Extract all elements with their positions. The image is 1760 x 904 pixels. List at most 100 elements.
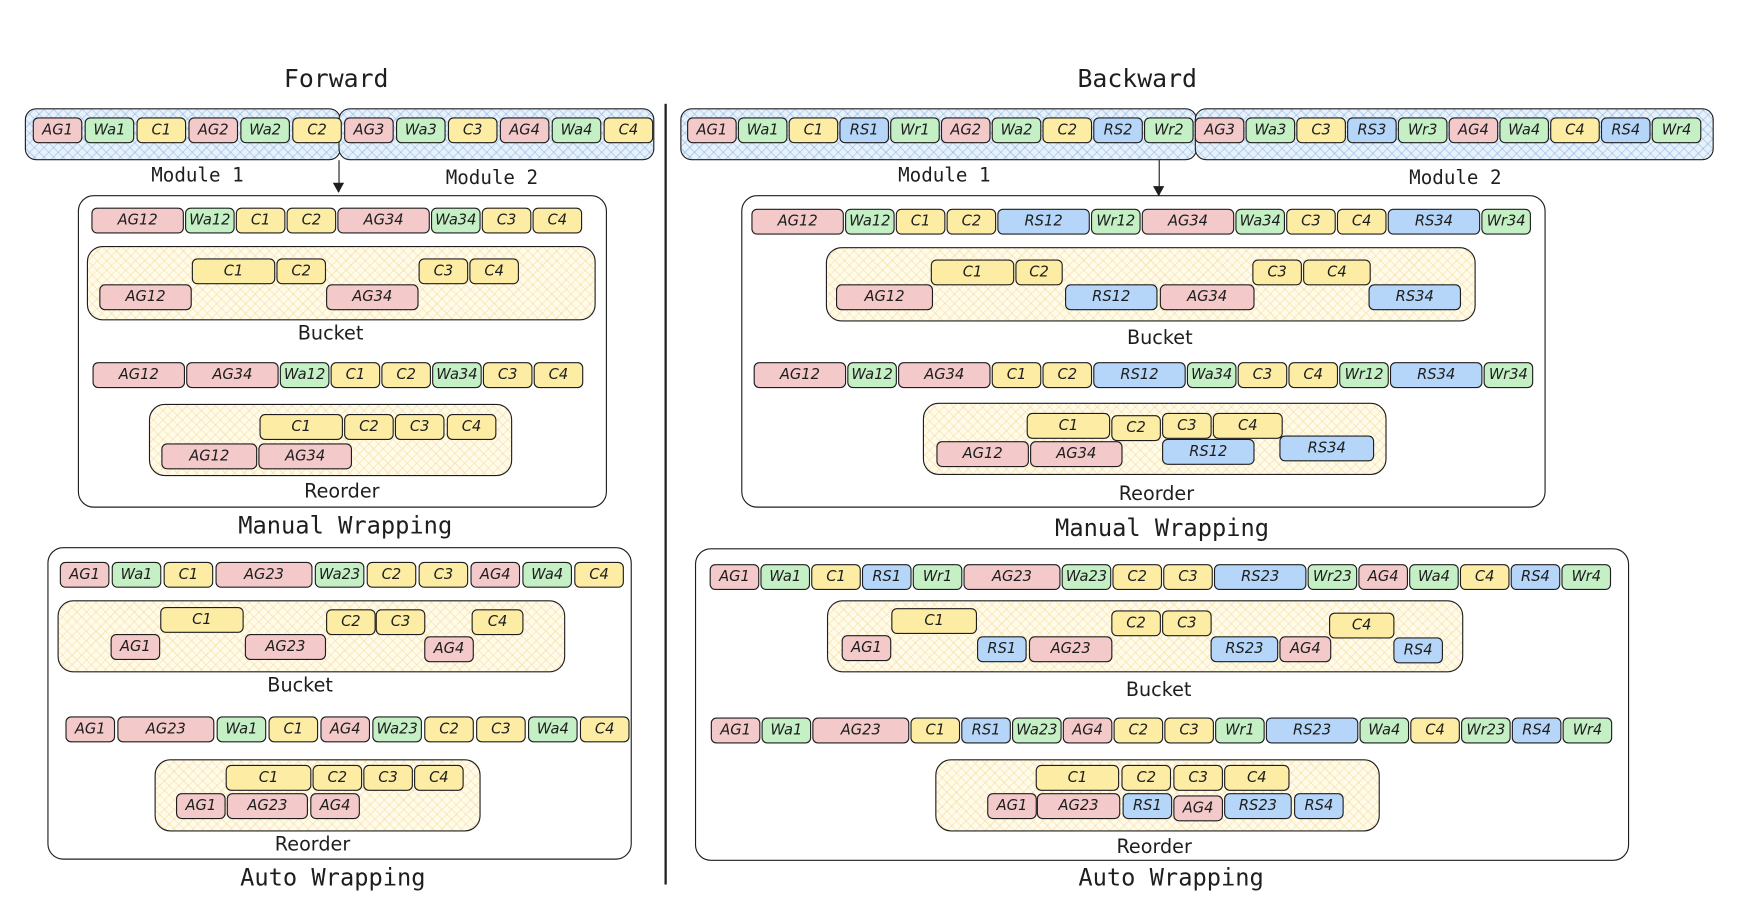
fwd-man-reorder-ag-block-ag34: AG34 (258, 443, 352, 470)
bwd-auto-reorder-comm-block-ag1: AG1 (987, 793, 1037, 820)
bwd-man-reorder-seq-block-wa34: Wa34 (1186, 362, 1237, 389)
fwd-man-reorder-seq-block-c4: C4 (533, 362, 584, 389)
forward-manual-reorder-label: Reorder (304, 480, 380, 504)
fwd-man-reorder-c-block-c2: C2 (344, 414, 394, 440)
backward-manual-title: Manual Wrapping (1055, 514, 1270, 542)
fwd-auto-reorder-seq-block-wa23: Wa23 (372, 716, 422, 743)
bwd-auto-bucket-comm-block-ag1: AG1 (841, 635, 892, 662)
fwd-man-bucket-c-block-c2: C2 (276, 258, 327, 285)
bwd-auto-reorder-seq-block-ag4: AG4 (1062, 717, 1113, 744)
fwd-man-bucket-seq-block-c3: C3 (481, 207, 532, 234)
bwd-auto-reorder-seq-block-rs1: RS1 (961, 717, 1011, 744)
bwd-auto-reorder-comm-block-rs1: RS1 (1122, 793, 1173, 820)
fwd-auto-reorder-ag-block-ag1: AG1 (175, 793, 226, 820)
backward-auto-bucket-label: Bucket (1125, 679, 1192, 702)
fwd-man-bucket-seq-block-c2: C2 (286, 207, 337, 234)
bwd-man-reorder-seq-block-wr34: Wr34 (1483, 362, 1534, 389)
bwd-man-reorder-c-block-c4: C4 (1212, 412, 1283, 439)
fwd-auto-bucket-c-block-c2: C2 (326, 609, 376, 636)
forward-module2-label: Module 2 (445, 166, 539, 190)
bwd-auto-bucket-seq-block-wr1: Wr1 (912, 564, 963, 591)
fwd-module-block-ag1: AG1 (32, 117, 83, 144)
forward-auto-title: Auto Wrapping (240, 864, 426, 892)
bwd-man-bucket-seq-block-wa12: Wa12 (845, 208, 895, 235)
bwd-man-reorder-seq-block-rs34: RS34 (1389, 362, 1483, 389)
bwd-man-bucket-comm-block-ag34: AG34 (1159, 284, 1255, 311)
bwd-man-bucket-seq-block-ag34: AG34 (1141, 208, 1235, 235)
bwd-auto-bucket-seq-block-ag4: AG4 (1358, 564, 1408, 591)
bwd-man-reorder-comm-block-rs34: RS34 (1279, 435, 1375, 462)
fwd-module-block-wa4: Wa4 (551, 117, 602, 144)
fwd-man-reorder-c-block-c4: C4 (446, 414, 497, 440)
bwd-module-block-rs2: RS2 (1093, 117, 1143, 144)
fwd-auto-bucket-c-block-c4: C4 (471, 609, 524, 636)
bwd-auto-bucket-seq-block-c2: C2 (1112, 564, 1163, 591)
fwd-module-block-c2: C2 (292, 117, 342, 144)
bwd-man-bucket-seq-block-rs34: RS34 (1387, 208, 1481, 235)
bwd-man-reorder-seq-block-c2: C2 (1042, 362, 1093, 389)
fwd-man-reorder-seq-block-c1: C1 (330, 362, 381, 389)
bwd-module-block-rs3: RS3 (1347, 117, 1397, 144)
bwd-auto-reorder-c-block-c3: C3 (1173, 764, 1223, 791)
fwd-module-block-wa3: Wa3 (395, 117, 446, 144)
bwd-module-block-rs1: RS1 (839, 117, 890, 144)
backward-manual-bucket-label: Bucket (1126, 327, 1193, 350)
bwd-man-bucket-comm-block-rs34: RS34 (1368, 284, 1462, 311)
bwd-module-block-c2: C2 (1042, 117, 1093, 144)
bwd-auto-reorder-seq-block-wr23: Wr23 (1461, 717, 1511, 744)
bwd-auto-reorder-seq-block-c1: C1 (910, 717, 961, 744)
fwd-auto-bucket-seq-block-c3: C3 (418, 561, 469, 588)
bwd-module-block-wa3: Wa3 (1245, 117, 1296, 144)
bwd-auto-reorder-c-block-c2: C2 (1121, 764, 1172, 791)
bwd-auto-bucket-seq-block-wa23: Wa23 (1061, 564, 1112, 591)
bwd-module-block-c4: C4 (1550, 117, 1600, 144)
backward-auto-title: Auto Wrapping (1078, 864, 1264, 892)
bwd-auto-bucket-seq-block-c3: C3 (1163, 564, 1213, 591)
fwd-auto-bucket-seq-block-wa1: Wa1 (111, 561, 162, 588)
fwd-auto-bucket-ag-block-ag1: AG1 (110, 634, 161, 660)
bwd-auto-bucket-seq-block-ag23: AG23 (963, 564, 1061, 591)
fwd-man-bucket-c-block-c3: C3 (418, 258, 469, 285)
fwd-man-bucket-ag-block-ag34: AG34 (326, 284, 419, 311)
fwd-auto-bucket-ag-block-ag4: AG4 (424, 636, 474, 663)
bwd-auto-bucket-seq-block-c4: C4 (1459, 564, 1510, 591)
bwd-auto-bucket-c-block-c3: C3 (1162, 610, 1212, 637)
bwd-man-bucket-seq-block-wr34: Wr34 (1481, 208, 1531, 235)
bwd-man-bucket-seq-block-c1: C1 (895, 208, 946, 235)
fwd-module-block-c1: C1 (136, 117, 187, 144)
bwd-auto-bucket-seq-block-wa4: Wa4 (1409, 564, 1459, 591)
bwd-man-reorder-seq-block-c3: C3 (1237, 362, 1288, 389)
bwd-man-bucket-seq-block-wa34: Wa34 (1235, 208, 1286, 235)
bwd-auto-bucket-seq-block-rs1: RS1 (861, 564, 912, 591)
fwd-module-block-ag2: AG2 (188, 117, 239, 144)
bwd-module-block-wa1: Wa1 (737, 117, 788, 144)
fwd-auto-bucket-c-block-c1: C1 (160, 606, 244, 633)
bwd-man-reorder-c-block-c1: C1 (1026, 412, 1111, 439)
fwd-module-block-wa2: Wa2 (240, 117, 290, 144)
bwd-man-bucket-seq-block-c2: C2 (946, 208, 997, 235)
section-divider (664, 103, 667, 885)
backward-manual-reorder-label: Reorder (1118, 482, 1195, 506)
bwd-module-block-rs4: RS4 (1600, 117, 1651, 144)
bwd-auto-reorder-seq-block-wr1: Wr1 (1215, 717, 1265, 744)
fwd-auto-reorder-c-block-c4: C4 (414, 764, 464, 791)
fwd-auto-reorder-seq-block-c1: C1 (268, 716, 319, 743)
bwd-man-reorder-seq-block-ag34: AG34 (898, 362, 991, 389)
bwd-man-reorder-seq-block-wa12: Wa12 (847, 362, 897, 389)
fwd-auto-reorder-ag-block-ag23: AG23 (226, 793, 308, 820)
fwd-auto-bucket-seq-block-c1: C1 (163, 561, 214, 588)
bwd-auto-reorder-c-block-c1: C1 (1035, 764, 1120, 791)
bwd-auto-reorder-seq-block-rs4: RS4 (1511, 717, 1562, 744)
bwd-man-bucket-seq-block-rs12: RS12 (997, 208, 1090, 235)
bwd-auto-bucket-seq-block-wa1: Wa1 (760, 564, 811, 591)
fwd-man-reorder-seq-block-ag34: AG34 (186, 362, 279, 389)
bwd-module-block-c1: C1 (788, 117, 839, 144)
forward-module1-label: Module 1 (151, 164, 244, 188)
fwd-auto-bucket-seq-block-ag23: AG23 (215, 561, 313, 588)
bwd-auto-bucket-seq-block-ag1: AG1 (709, 564, 760, 591)
bwd-man-bucket-comm-block-ag12: AG12 (835, 284, 934, 311)
bwd-module-block-ag1: AG1 (687, 117, 737, 144)
fwd-auto-reorder-seq-block-c2: C2 (424, 716, 474, 743)
fwd-man-reorder-c-block-c3: C3 (394, 414, 445, 440)
bwd-auto-bucket-seq-block-rs23: RS23 (1213, 564, 1307, 591)
